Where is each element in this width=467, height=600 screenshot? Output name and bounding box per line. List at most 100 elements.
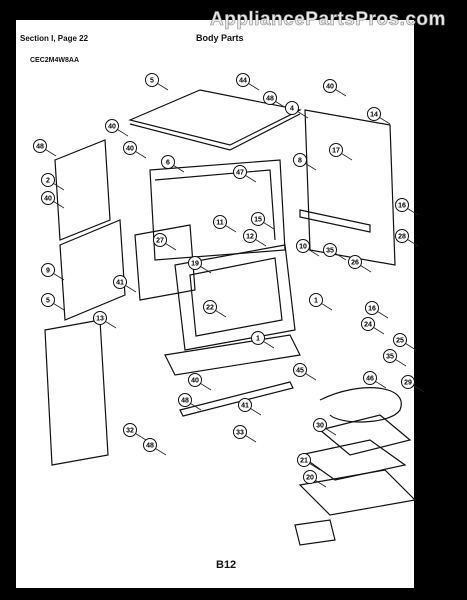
page-code: B12 — [216, 559, 237, 571]
part-left-insulation — [59, 219, 126, 321]
callout-40: 40 — [188, 373, 212, 391]
callout-13: 13 — [93, 311, 117, 329]
callout-8: 8 — [293, 153, 317, 171]
callout-number: 40 — [191, 378, 199, 385]
callout-32: 32 — [123, 423, 147, 441]
part-side-rail — [299, 209, 371, 233]
part-outer-door-panel — [44, 319, 109, 466]
callout-number: 29 — [404, 380, 412, 387]
callout-number: 15 — [254, 217, 262, 224]
callout-number: 1 — [256, 336, 260, 343]
callout-17: 17 — [329, 143, 353, 161]
callout-number: 20 — [306, 475, 314, 482]
callout-1: 1 — [309, 293, 333, 311]
part-inner-door — [134, 224, 196, 301]
part-lower-rack — [298, 439, 407, 481]
binder-hole-middle — [424, 288, 442, 306]
callout-14: 14 — [367, 107, 391, 125]
callout-number: 48 — [181, 398, 189, 405]
callout-number: 14 — [370, 112, 378, 119]
callout-40: 40 — [105, 119, 129, 137]
callout-number: 16 — [398, 203, 406, 210]
callout-19: 19 — [188, 256, 212, 274]
callout-number: 41 — [241, 403, 249, 410]
callout-33: 33 — [233, 425, 257, 443]
callout-number: 9 — [46, 268, 50, 275]
callout-30: 30 — [313, 418, 337, 436]
callout-1: 1 — [251, 331, 275, 349]
part-lower-rail — [179, 381, 294, 417]
callout-40: 40 — [41, 191, 65, 209]
callout-22: 22 — [203, 300, 227, 318]
callout-number: 40 — [108, 124, 116, 131]
callout-2: 2 — [41, 173, 65, 191]
callout-number: 48 — [146, 443, 154, 450]
page-title: Body Parts — [196, 33, 244, 43]
callout-44: 44 — [236, 73, 260, 91]
callout-48: 48 — [143, 438, 167, 456]
binder-hole-bottom — [424, 500, 442, 518]
callout-number: 21 — [300, 458, 308, 465]
callout-16: 16 — [395, 198, 419, 216]
watermark: AppliancePartsPros.com — [210, 9, 446, 31]
callout-number: 30 — [316, 423, 324, 430]
callout-11: 11 — [213, 215, 237, 233]
callout-number: 46 — [366, 376, 374, 383]
callout-number: 28 — [398, 234, 406, 241]
callout-number: 27 — [156, 238, 164, 245]
callout-number: 41 — [116, 280, 124, 287]
callout-number: 24 — [364, 322, 372, 329]
callout-48: 48 — [178, 393, 202, 411]
callout-47: 47 — [233, 165, 257, 183]
callout-40: 40 — [123, 141, 147, 159]
callout-40: 40 — [323, 79, 347, 97]
binder-hole-top — [424, 62, 442, 80]
callout-number: 45 — [296, 368, 304, 375]
callout-48: 48 — [263, 91, 287, 109]
callout-number: 10 — [299, 244, 307, 251]
callout-35: 35 — [323, 243, 347, 261]
callout-number: 11 — [216, 220, 224, 227]
callout-number: 48 — [36, 144, 44, 151]
callout-number: 35 — [326, 248, 334, 255]
callout-number: 32 — [126, 428, 134, 435]
part-oven-frame — [174, 244, 296, 351]
callout-45: 45 — [293, 363, 317, 381]
callout-16: 16 — [365, 301, 389, 319]
part-left-side-panel — [54, 139, 111, 241]
callout-26: 26 — [348, 255, 372, 273]
callout-41: 41 — [113, 275, 137, 293]
callout-number: 48 — [266, 96, 274, 103]
callout-48: 48 — [33, 139, 57, 157]
callout-20: 20 — [303, 470, 327, 488]
callout-number: 44 — [239, 78, 247, 85]
callout-41: 41 — [238, 398, 262, 416]
part-upper-rack — [318, 414, 412, 456]
callout-number: 2 — [46, 178, 50, 185]
callout-number: 40 — [326, 84, 334, 91]
callout-number: 1 — [314, 298, 318, 305]
callout-15: 15 — [251, 212, 275, 230]
callout-number: 17 — [332, 148, 340, 155]
callout-number: 35 — [386, 354, 394, 361]
callout-number: 19 — [191, 261, 199, 268]
part-top-panel — [128, 89, 302, 146]
callout-number: 13 — [96, 316, 104, 323]
callout-number: 25 — [396, 338, 404, 345]
part-broiler-pan — [298, 469, 417, 516]
callout-35: 35 — [383, 349, 407, 367]
callout-46: 46 — [363, 371, 387, 389]
callout-28: 28 — [395, 229, 419, 247]
callout-number: 26 — [351, 260, 359, 267]
callout-number: 16 — [368, 306, 376, 313]
callout-number: 8 — [298, 158, 302, 165]
part-rear-panel — [304, 109, 396, 266]
callout-24: 24 — [361, 317, 385, 335]
callout-12: 12 — [243, 229, 267, 247]
callout-5: 5 — [41, 293, 65, 311]
callout-number: 5 — [46, 298, 50, 305]
callout-21: 21 — [297, 453, 321, 471]
callout-number: 40 — [126, 146, 134, 153]
callout-29: 29 — [401, 375, 425, 393]
